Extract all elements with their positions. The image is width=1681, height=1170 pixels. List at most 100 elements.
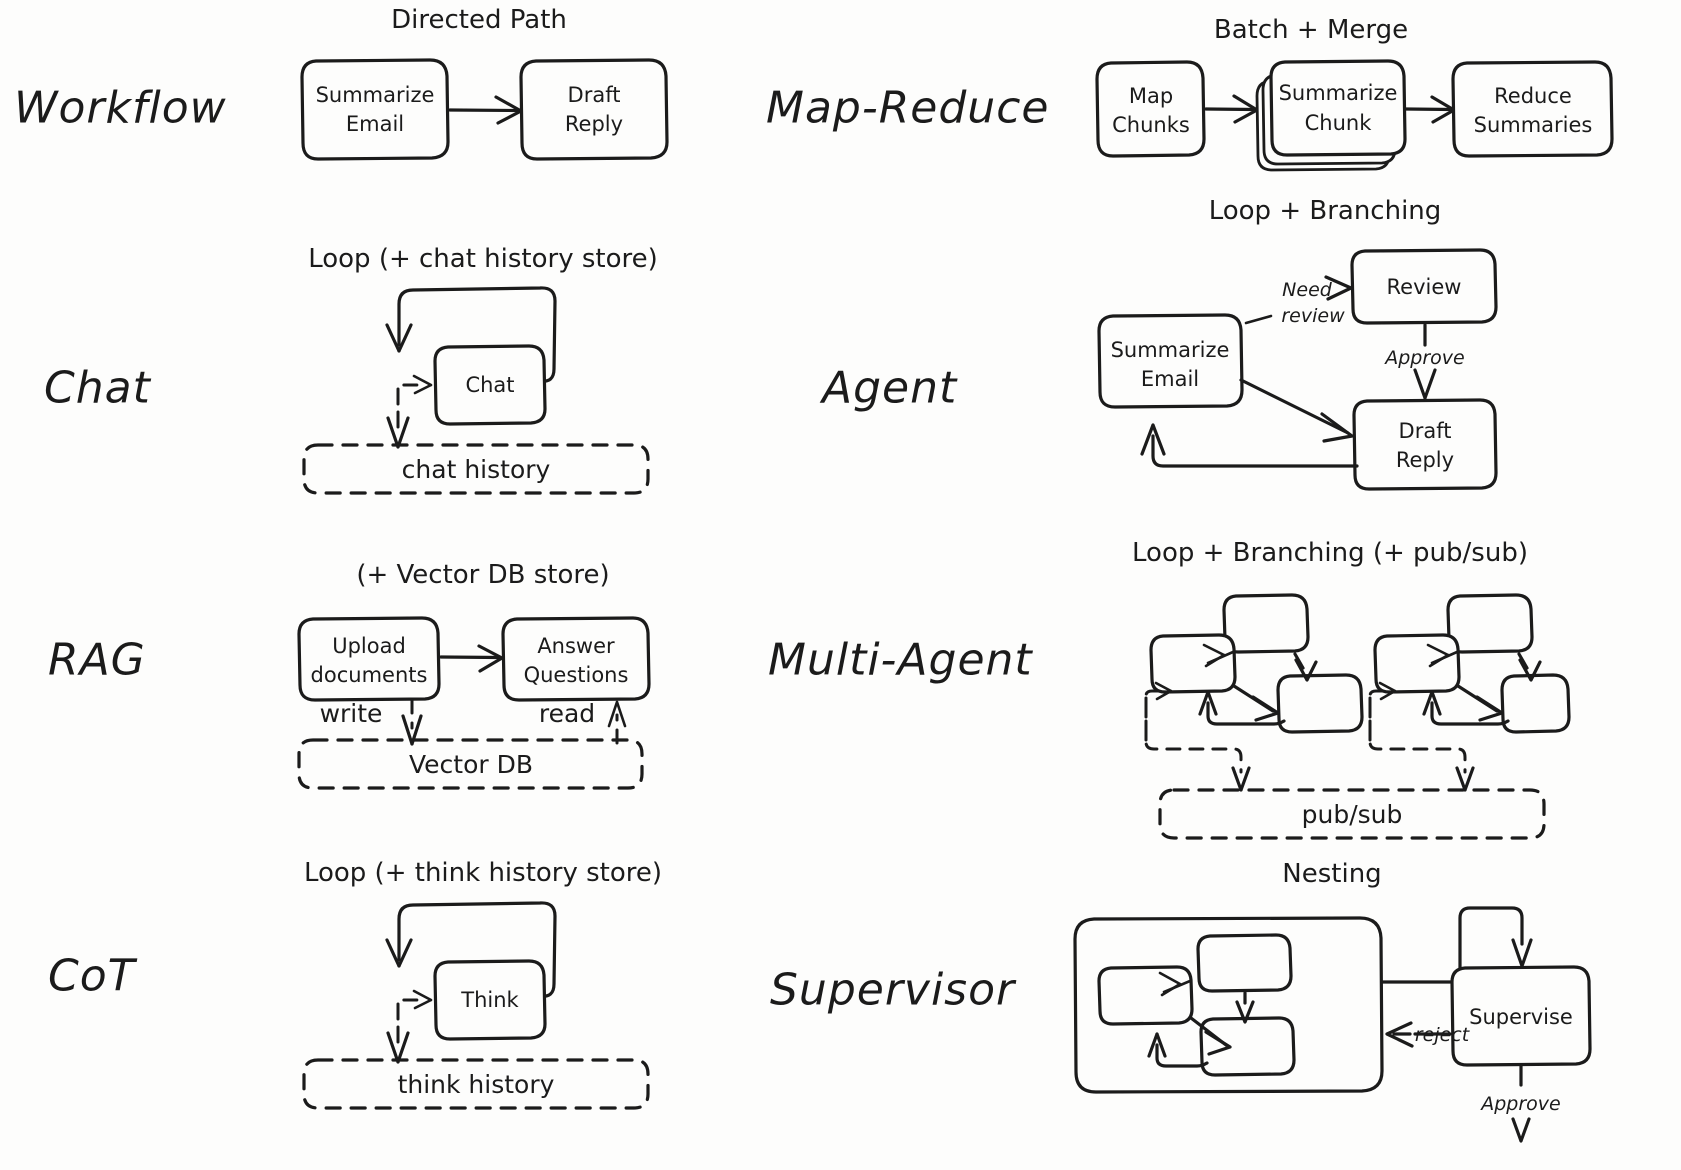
edge-reject: reject xyxy=(1385,1021,1471,1048)
node-label-line1: Map xyxy=(1129,84,1173,108)
node-map-chunks[interactable]: Map Chunks xyxy=(1095,60,1206,158)
node-chat[interactable]: Chat xyxy=(433,344,547,426)
multi-agent-cluster-2 xyxy=(1368,593,1571,792)
node-label-line2: Chunk xyxy=(1305,111,1373,135)
node-label-line2: Reply xyxy=(1396,448,1454,472)
caption-agent-loop: Loop + Branching xyxy=(1208,196,1442,226)
node-draft-reply[interactable]: Draft Reply xyxy=(519,58,669,161)
nested-node-left[interactable] xyxy=(1097,965,1194,1026)
self-loop-think xyxy=(385,901,557,998)
multi-agent-cluster-1 xyxy=(1144,593,1364,792)
node-label-line2: documents xyxy=(311,663,428,687)
node-label-line1: Summarize xyxy=(316,83,435,107)
caption-batch-merge: Batch + Merge xyxy=(1213,15,1409,45)
node-label-line2: Summaries xyxy=(1474,113,1593,137)
multi-agent-diagram: pub/sub xyxy=(1140,590,1571,840)
edge-map-to-summarize xyxy=(1204,94,1259,124)
workflow-diagram: Summarize Email Draft Reply xyxy=(300,55,670,165)
edge-label-line2: review xyxy=(1281,305,1345,327)
node-summarize-email[interactable]: Summarize Email xyxy=(300,58,450,161)
edge-history-to-chat xyxy=(396,374,433,429)
supervisor-diagram: Supervise reject Approve xyxy=(1060,900,1592,1170)
nested-edge-top-to-bottom xyxy=(1235,991,1255,1024)
store-think-history[interactable]: think history xyxy=(302,1058,650,1110)
edge-left-to-top xyxy=(1426,643,1459,668)
node-label-line2: Email xyxy=(1141,367,1199,391)
edge-read: read xyxy=(539,699,627,745)
edge-right-back-to-left xyxy=(1422,690,1510,726)
store-vector-db[interactable]: Vector DB xyxy=(297,738,644,790)
edge-label-reject: reject xyxy=(1415,1024,1471,1046)
store-label: pub/sub xyxy=(1302,800,1403,829)
nested-node-bottom[interactable] xyxy=(1199,1016,1296,1077)
edge-write: write xyxy=(320,698,423,746)
store-label: chat history xyxy=(402,455,551,484)
caption-chat-loop: Loop (+ chat history store) xyxy=(308,244,658,274)
edge-label-line1: Need xyxy=(1282,279,1333,301)
row-label-cot: CoT xyxy=(48,950,136,1002)
nested-node-top[interactable] xyxy=(1196,933,1293,993)
node-right[interactable] xyxy=(1276,673,1364,734)
node-label-line1: Summarize xyxy=(1111,338,1230,362)
node-answer-questions[interactable]: Answer Questions xyxy=(501,616,651,702)
store-pub-sub[interactable]: pub/sub xyxy=(1158,788,1546,840)
node-label-line1: Reduce xyxy=(1494,84,1572,108)
row-label-multi-agent: Multi-Agent xyxy=(768,634,1033,686)
caption-directed-path: Directed Path xyxy=(391,5,567,35)
edge-cluster1-to-store xyxy=(1144,696,1251,792)
caption-cot-loop: Loop (+ think history store) xyxy=(303,858,663,888)
store-chat-history[interactable]: chat history xyxy=(302,443,650,495)
edge-left-to-top xyxy=(1202,643,1235,668)
edge-approve: Approve xyxy=(1479,1064,1561,1143)
edge-summarize-to-reduce xyxy=(1404,95,1456,124)
node-summarize-email[interactable]: Summarize Email xyxy=(1097,313,1244,409)
edge-left-to-right xyxy=(1456,684,1504,722)
edge-top-to-right xyxy=(1517,652,1542,682)
nested-edge-bottom-back-to-left xyxy=(1147,1032,1209,1068)
node-label: Supervise xyxy=(1469,1005,1573,1029)
row-label-chat: Chat xyxy=(44,362,151,414)
node-label: Think xyxy=(460,988,519,1012)
edge-store-to-left xyxy=(1144,681,1173,742)
row-label-map-reduce: Map-Reduce xyxy=(766,82,1050,134)
edge-think-to-history xyxy=(386,1002,410,1064)
node-draft-reply[interactable]: Draft Reply xyxy=(1352,398,1498,491)
row-label-rag: RAG xyxy=(48,634,146,686)
node-label: Review xyxy=(1387,275,1462,299)
store-label: Vector DB xyxy=(409,750,533,779)
node-label-line1: Draft xyxy=(1399,419,1452,443)
node-summarize-chunk-stack[interactable]: Summarize Chunk xyxy=(1255,59,1407,172)
node-top[interactable] xyxy=(1446,593,1534,654)
edge-label-read: read xyxy=(539,699,595,728)
nested-edge-left-to-top xyxy=(1158,971,1192,997)
node-reduce-summaries[interactable]: Reduce Summaries xyxy=(1451,60,1614,158)
edge-upload-to-answer xyxy=(439,644,504,673)
edge-summarize-to-draft xyxy=(1239,378,1354,443)
caption-multi-agent-loop: Loop + Branching (+ pub/sub) xyxy=(1132,538,1528,568)
row-label-supervisor: Supervisor xyxy=(770,964,1016,1016)
node-right[interactable] xyxy=(1500,673,1571,734)
caption-nesting: Nesting xyxy=(1282,859,1382,889)
node-upload-documents[interactable]: Upload documents xyxy=(297,616,441,702)
edge-right-back-to-left xyxy=(1198,690,1286,726)
node-left[interactable] xyxy=(1149,633,1237,694)
nested-edge-left-to-bottom xyxy=(1189,1016,1232,1056)
edge-store-to-left xyxy=(1368,681,1397,742)
node-think[interactable]: Think xyxy=(433,959,547,1041)
node-top[interactable] xyxy=(1222,593,1310,654)
edge-label: Approve xyxy=(1383,347,1465,369)
map-reduce-diagram: Map Chunks Summarize Chunk Reduce xyxy=(1095,55,1614,172)
edge-history-to-think xyxy=(396,989,433,1044)
node-supervise[interactable]: Supervise xyxy=(1450,965,1592,1067)
edge-label-approve: Approve xyxy=(1479,1093,1561,1115)
edge-top-to-right xyxy=(1293,652,1318,682)
node-left[interactable] xyxy=(1373,633,1461,694)
node-review[interactable]: Review xyxy=(1350,248,1498,325)
rag-diagram: Upload documents Answer Questions write … xyxy=(295,610,655,790)
self-loop-chat xyxy=(385,286,557,383)
node-label-line1: Answer xyxy=(537,634,615,658)
node-label-line1: Draft xyxy=(568,83,621,107)
edge-summarize-to-draft xyxy=(448,95,523,125)
chat-diagram: Chat chat history xyxy=(300,285,660,495)
